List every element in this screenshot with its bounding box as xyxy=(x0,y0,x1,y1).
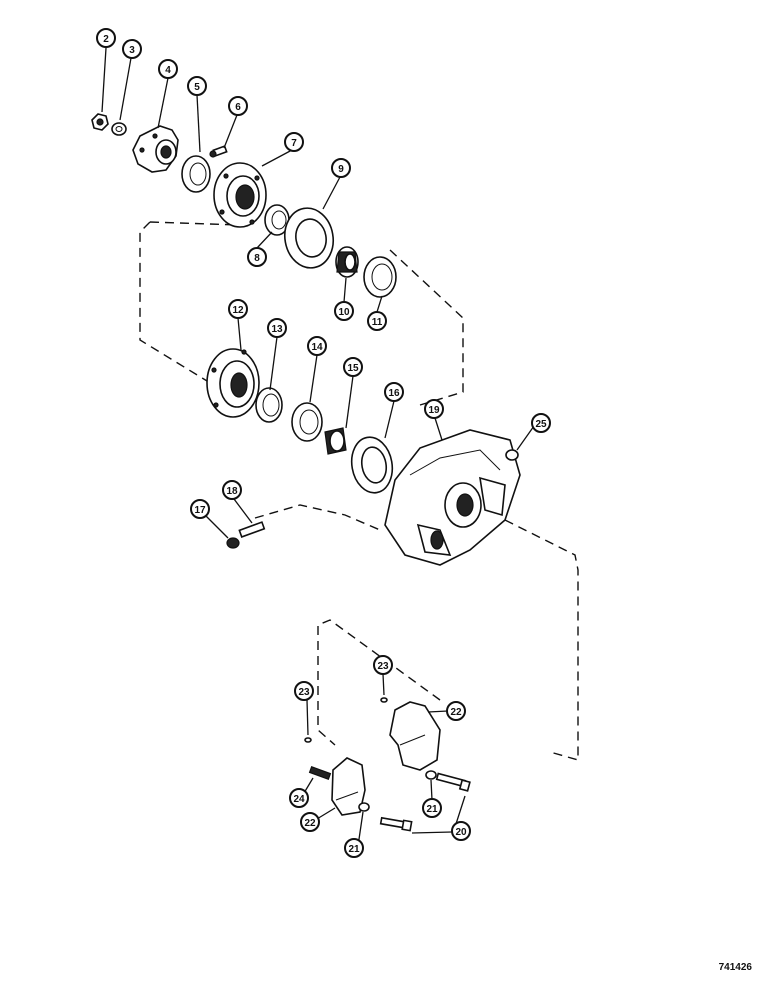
callout-8: 8 xyxy=(247,247,267,267)
svg-text:9: 9 xyxy=(338,164,344,175)
part-nut-2 xyxy=(91,113,109,131)
svg-text:19: 19 xyxy=(428,405,440,416)
svg-text:23: 23 xyxy=(377,661,389,672)
part-stud-18 xyxy=(238,521,266,538)
part-spring-24 xyxy=(308,765,332,781)
leader-lines xyxy=(101,47,535,847)
callout-15: 15 xyxy=(343,357,363,377)
svg-text:20: 20 xyxy=(455,827,467,838)
part-bolt-20-lower xyxy=(379,816,413,832)
part-bolt-20-upper xyxy=(435,772,471,792)
callout-25: 25 xyxy=(531,413,551,433)
callout-18: 18 xyxy=(222,480,242,500)
callout-22-lower: 22 xyxy=(300,812,320,832)
svg-text:16: 16 xyxy=(388,388,400,399)
callout-17: 17 xyxy=(190,499,210,519)
part-washer-21-upper xyxy=(425,770,437,780)
svg-text:8: 8 xyxy=(254,253,260,264)
svg-text:6: 6 xyxy=(235,102,241,113)
svg-text:13: 13 xyxy=(271,324,283,335)
svg-text:12: 12 xyxy=(232,305,244,316)
svg-text:2: 2 xyxy=(103,34,109,45)
svg-text:21: 21 xyxy=(426,804,438,815)
callout-14: 13 xyxy=(267,318,287,338)
callout-6: 6 xyxy=(228,96,248,116)
part-bearing-cone-15 xyxy=(324,427,347,455)
callout-21-upper: 21 xyxy=(422,798,442,818)
part-seal-5 xyxy=(181,155,211,193)
callout-3: 3 xyxy=(122,39,142,59)
svg-text:22: 22 xyxy=(450,707,462,718)
callout-13: 14 xyxy=(307,336,327,356)
callout-20: 20 xyxy=(451,821,471,841)
part-bearing-cage-12 xyxy=(206,348,260,418)
part-seal-11 xyxy=(363,256,397,298)
svg-text:23: 23 xyxy=(298,687,310,698)
svg-text:15: 15 xyxy=(347,363,359,374)
part-carrier-housing-19 xyxy=(384,429,521,566)
callout-21-lower: 21 xyxy=(344,838,364,858)
part-bolt-6 xyxy=(209,145,228,158)
part-yoke-flange-4 xyxy=(132,125,179,173)
part-shim-16 xyxy=(350,436,394,494)
callout-5: 5 xyxy=(187,76,207,96)
callout-11: 11 xyxy=(367,311,387,331)
svg-text:21: 21 xyxy=(348,844,360,855)
callout-10: 10 xyxy=(334,301,354,321)
part-bearing-cup-13 xyxy=(291,402,323,442)
callout-23-lower: 23 xyxy=(294,681,314,701)
part-bearing-cup-14 xyxy=(255,387,283,423)
part-washer-21-lower xyxy=(358,802,370,812)
part-bearing-cage-7 xyxy=(213,162,267,228)
svg-text:17: 17 xyxy=(194,505,206,516)
svg-text:3: 3 xyxy=(129,45,135,56)
part-bearing-cap-22-lower xyxy=(331,757,366,816)
svg-text:5: 5 xyxy=(194,82,200,93)
part-shim-9 xyxy=(283,207,335,269)
assembly-guide-lines xyxy=(139,221,579,761)
callout-12: 12 xyxy=(228,299,248,319)
callout-23-upper: 23 xyxy=(373,655,393,675)
svg-text:25: 25 xyxy=(535,419,547,430)
callout-4: 4 xyxy=(158,59,178,79)
part-dowel-23-lower xyxy=(304,737,312,743)
svg-text:22: 22 xyxy=(304,818,316,829)
svg-text:7: 7 xyxy=(291,138,297,149)
callout-24: 24 xyxy=(289,788,309,808)
callout-16: 16 xyxy=(384,382,404,402)
svg-text:18: 18 xyxy=(226,486,238,497)
callout-2: 2 xyxy=(96,28,116,48)
svg-text:24: 24 xyxy=(293,794,305,805)
callout-7: 7 xyxy=(284,132,304,152)
svg-text:10: 10 xyxy=(338,307,350,318)
callout-22-upper: 22 xyxy=(446,701,466,721)
svg-text:14: 14 xyxy=(311,342,323,353)
part-bearing-cap-22-upper xyxy=(389,701,441,771)
callout-19: 19 xyxy=(424,399,444,419)
part-bearing-cone-10 xyxy=(335,246,359,278)
part-nut-17 xyxy=(226,537,240,549)
svg-text:4: 4 xyxy=(165,65,171,76)
reference-number: 741426 xyxy=(719,962,753,973)
part-plug-25 xyxy=(505,449,519,461)
callout-9: 9 xyxy=(331,158,351,178)
svg-text:11: 11 xyxy=(372,317,383,328)
part-washer-3 xyxy=(111,122,127,136)
part-dowel-23-upper xyxy=(380,697,388,703)
